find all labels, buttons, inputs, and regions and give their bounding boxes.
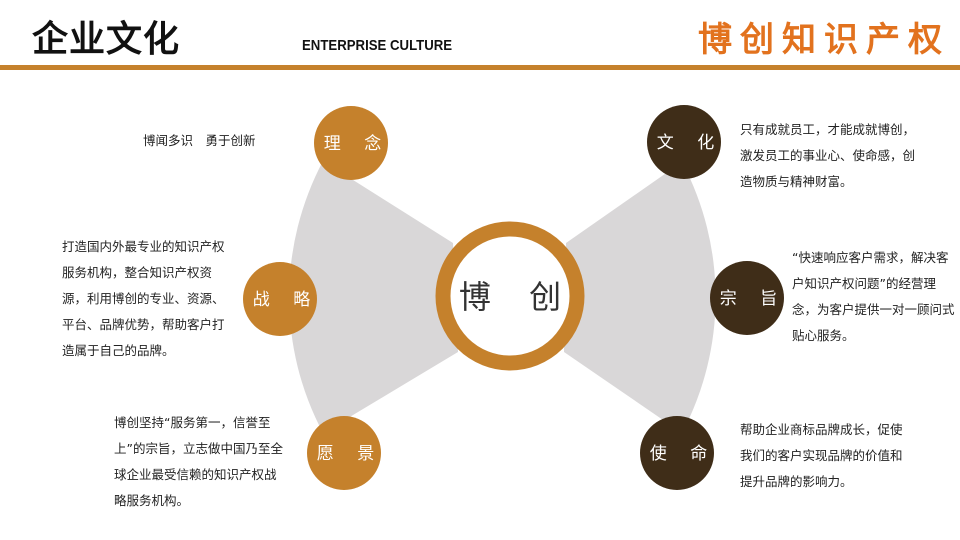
- node-zhanlue[interactable]: 战 略: [243, 262, 319, 336]
- node-zhanlue-label: 战 略: [253, 290, 319, 310]
- desc-wenhua: 只有成就员工，才能成就博创，激发员工的事业心、使命感，创造物质与精神财富。: [740, 122, 916, 189]
- center-ring: [435, 221, 585, 371]
- brand-name: 博创知识产权: [698, 20, 950, 60]
- desc-zhanlue: 打造国内外最专业的知识产权服务机构，整合知识产权资源，利用博创的专业、资源、平台…: [62, 239, 225, 358]
- left-wedge: [289, 161, 458, 433]
- node-shiming[interactable]: 使 命: [640, 416, 716, 490]
- node-zongzhi-label: 宗 旨: [720, 289, 786, 309]
- header-divider-bar: [0, 65, 960, 70]
- page-title: 企业文化: [32, 19, 181, 60]
- desc-yuanjing: 博创坚持“服务第一，信誉至上”的宗旨，立志做中国乃至全球企业最受信赖的知识产权战…: [114, 415, 283, 508]
- desc-shiming: 帮助企业商标品牌成长，促使我们的客户实现品牌的价值和提升品牌的影响力。: [740, 422, 903, 489]
- center-label: 博 创: [459, 278, 575, 316]
- node-linian-label: 理 念: [324, 133, 390, 154]
- desc-zongzhi: “快速响应客户需求，解决客户知识产权问题”的经营理念，为客户提供一对一顾问式贴心…: [792, 250, 955, 343]
- node-linian[interactable]: 理 念: [314, 106, 390, 180]
- right-wedge: [564, 162, 716, 433]
- node-wenhua-label: 文 化: [657, 133, 723, 153]
- node-wenhua[interactable]: 文 化: [647, 105, 723, 179]
- desc-linian: 博闻多识 勇于创新: [143, 133, 256, 148]
- node-yuanjing-label: 愿 景: [317, 444, 383, 464]
- page-subtitle-english: ENTERPRISE CULTURE: [302, 37, 453, 54]
- node-shiming-label: 使 命: [650, 443, 716, 464]
- node-zongzhi[interactable]: 宗 旨: [710, 261, 786, 335]
- node-yuanjing[interactable]: 愿 景: [307, 416, 383, 490]
